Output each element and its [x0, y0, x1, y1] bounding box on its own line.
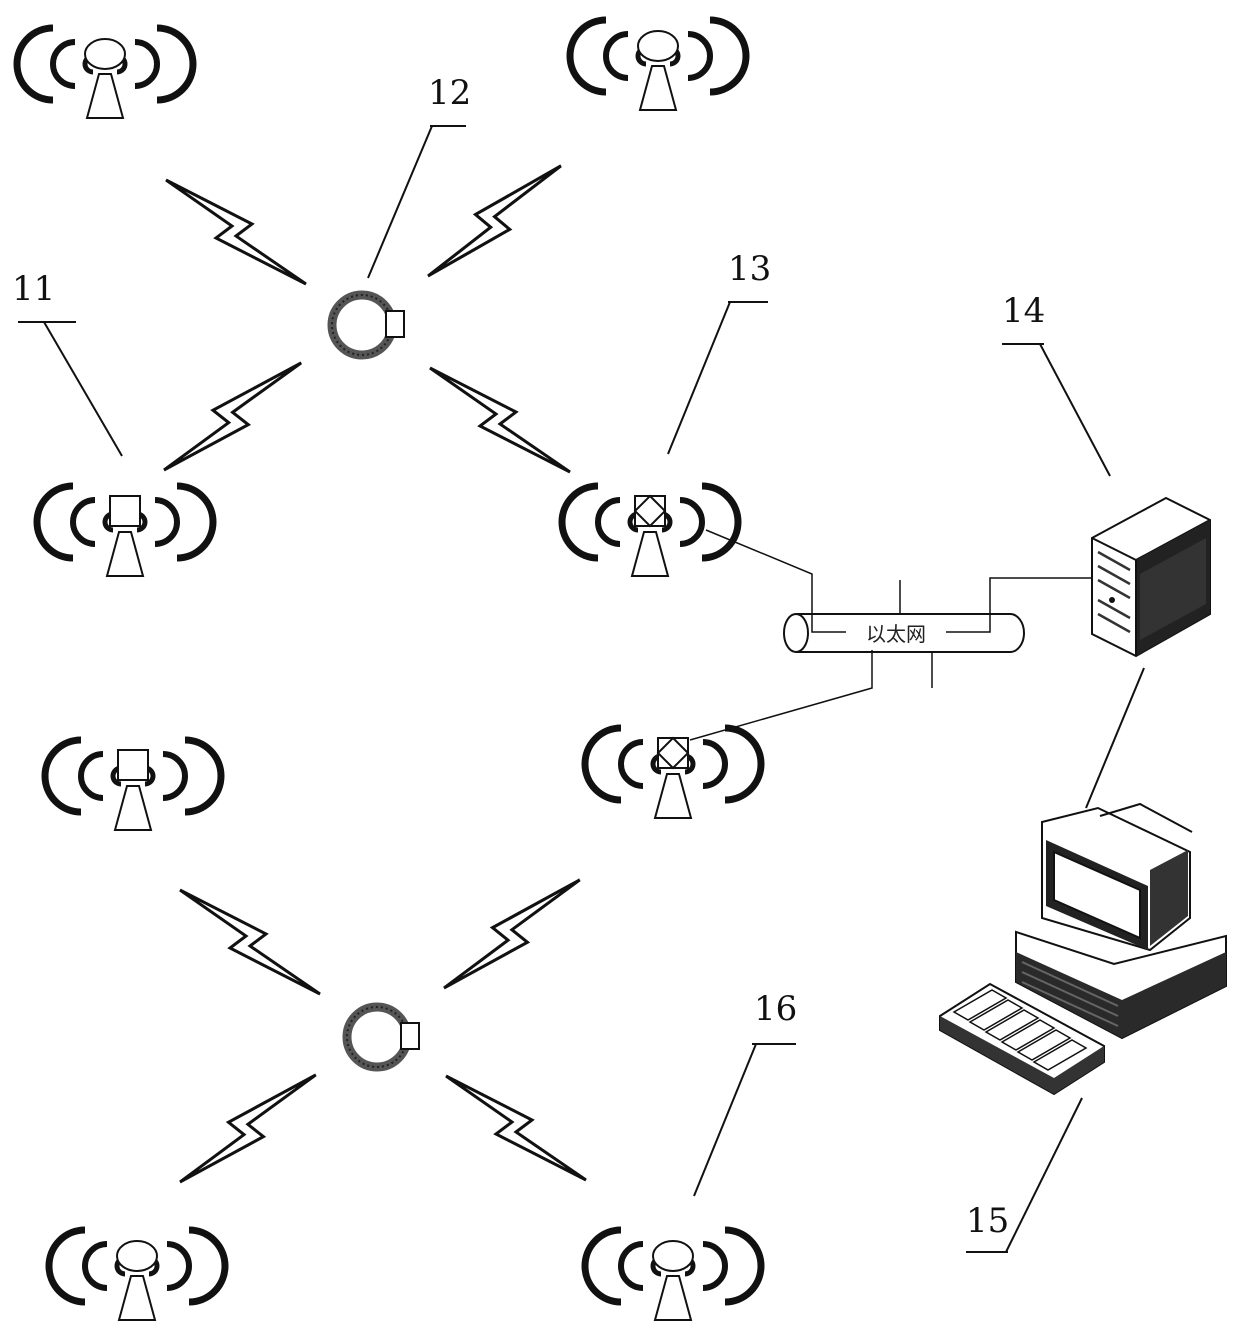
link-b-top-left: [180, 890, 320, 994]
callout-15: 15: [966, 1098, 1082, 1252]
ethernet-bus: 以太网: [690, 530, 1092, 740]
sensor-top-left: [17, 28, 193, 118]
label-12: 12: [428, 73, 471, 113]
coordinator-12: [332, 295, 404, 355]
sensor-bottom-left: [49, 1230, 225, 1320]
callout-12: 12: [368, 73, 471, 278]
link-b-16: [446, 1076, 586, 1180]
link-12-top-left: [166, 180, 306, 284]
label-13: 13: [728, 249, 771, 289]
sensor-mid-right: [585, 728, 761, 818]
callout-13: 13: [668, 249, 771, 454]
link-b-top-right: [444, 880, 580, 988]
link-12-13: [430, 368, 570, 472]
sensor-13: [562, 486, 738, 576]
coordinator-bottom: [347, 1007, 419, 1067]
label-15: 15: [966, 1201, 1009, 1241]
callout-14: 14: [1002, 291, 1110, 476]
server-tower-icon: [1092, 498, 1210, 656]
label-14: 14: [1002, 291, 1045, 331]
link-b-bottom-left: [180, 1075, 316, 1182]
label-16: 16: [754, 989, 797, 1029]
sensor-mid-left: [45, 740, 221, 830]
link-12-top-right: [428, 166, 561, 276]
sensor-11: [37, 486, 213, 576]
ethernet-label: 以太网: [866, 622, 926, 646]
label-11: 11: [12, 269, 55, 309]
sensor-16: [585, 1230, 761, 1320]
callout-16: 16: [694, 989, 797, 1196]
link-12-bottom-left: [164, 363, 301, 470]
callout-11: 11: [12, 269, 122, 456]
sensor-top-right: [570, 20, 746, 110]
desktop-computer-icon: [940, 804, 1226, 1094]
server-workstation-link: [1086, 668, 1144, 808]
